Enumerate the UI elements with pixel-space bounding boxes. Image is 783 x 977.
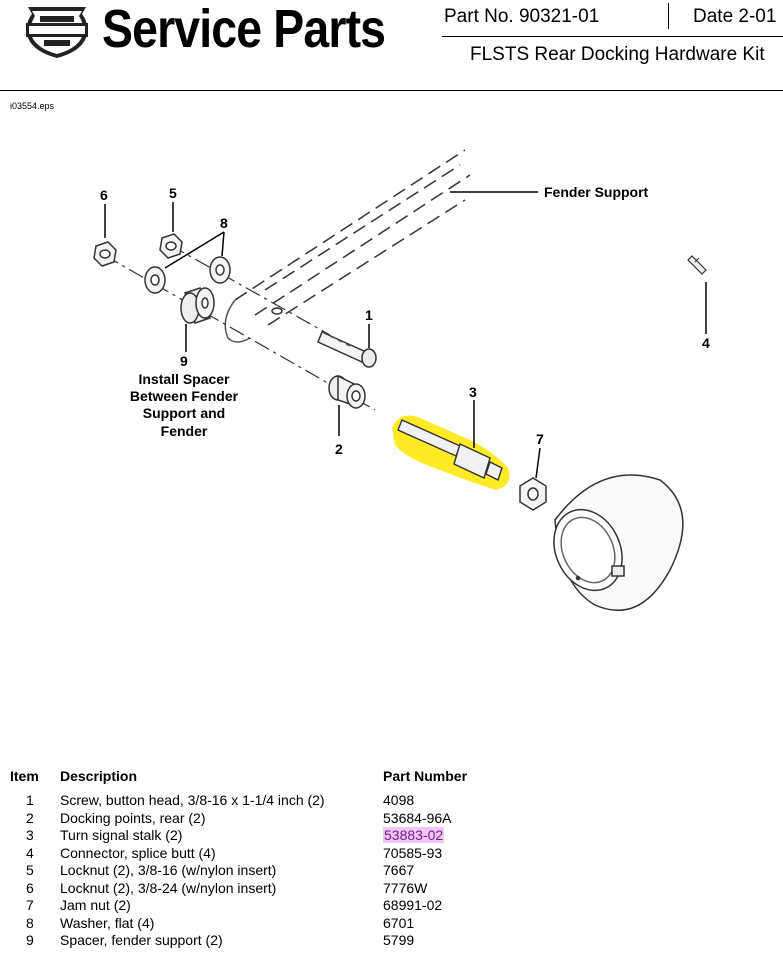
svg-text:Between Fender: Between Fender — [130, 388, 239, 404]
header-divider — [668, 3, 669, 29]
spacer-9 — [180, 287, 215, 324]
callout-2: 2 — [335, 441, 343, 457]
splice-connector-4 — [687, 255, 707, 275]
flat-washers-8 — [144, 256, 231, 294]
locknut-5 — [159, 233, 183, 259]
table-row: 2 Docking points, rear (2) 53684-96A — [26, 809, 452, 826]
fender-support-drawing — [224, 149, 471, 343]
callout-1: 1 — [365, 307, 373, 323]
table-row: 4 Connector, splice butt (4) 70585-93 — [26, 844, 443, 861]
table-row: 6 Locknut (2), 3/8-24 (w/nylon insert) 7… — [26, 879, 428, 896]
table-row: 5 Locknut (2), 3/8-16 (w/nylon insert) 7… — [26, 862, 415, 878]
table-row: 7 Jam nut (2) 68991-02 — [26, 897, 443, 913]
button-head-screw-1 — [317, 330, 377, 368]
file-name: i03554.eps — [10, 101, 55, 111]
table-row: 8 Washer, flat (4) 6701 — [26, 914, 415, 931]
locknut-6 — [93, 241, 117, 267]
table-row: 9 Spacer, fender support (2) 5799 — [26, 932, 415, 948]
header-rule — [0, 90, 783, 91]
exploded-parts-diagram: Fender Support — [93, 149, 710, 612]
svg-text:Support and: Support and — [143, 405, 225, 421]
part-number-header: Part No. 90321-01 — [444, 6, 600, 27]
table-row: 3 Turn signal stalk (2) 53883-02 — [26, 827, 445, 843]
callout-3: 3 — [469, 384, 477, 400]
document-header: Service Parts Part No. 90321-01 Date 2-0… — [0, 0, 783, 92]
docking-point-2 — [328, 374, 366, 409]
callout-9: 9 — [180, 353, 188, 369]
turn-signal-stalk-3 — [392, 415, 510, 490]
header-rule-short — [442, 36, 783, 37]
callout-4: 4 — [702, 335, 710, 351]
fender-support-label: Fender Support — [544, 184, 649, 200]
table-row: 1 Screw, button head, 3/8-16 x 1-1/4 inc… — [26, 792, 415, 808]
upper-axis-line — [169, 244, 331, 336]
turn-signal-housing — [553, 474, 684, 612]
kit-subtitle: FLSTS Rear Docking Hardware Kit — [470, 44, 765, 65]
date-header: Date 2-01 — [693, 6, 777, 27]
install-spacer-note: Install Spacer Between Fender Support an… — [130, 371, 239, 439]
callout-8: 8 — [220, 215, 228, 231]
page-title: Service Parts — [102, 0, 386, 59]
motorcycle-brand-shield-logo — [26, 7, 88, 58]
callout-5: 5 — [169, 185, 177, 201]
svg-text:Install Spacer: Install Spacer — [138, 371, 230, 387]
jam-nut-7 — [519, 477, 547, 511]
svg-text:Fender: Fender — [161, 423, 208, 439]
highlighted-part-number: 53883-02 — [383, 827, 445, 843]
callout-7: 7 — [536, 431, 544, 447]
callout-6: 6 — [100, 187, 108, 203]
callout-leaders — [104, 202, 707, 479]
column-header-part-number: Part Number — [383, 768, 468, 784]
column-header-item: Item — [10, 768, 39, 784]
column-header-description: Description — [60, 768, 138, 784]
